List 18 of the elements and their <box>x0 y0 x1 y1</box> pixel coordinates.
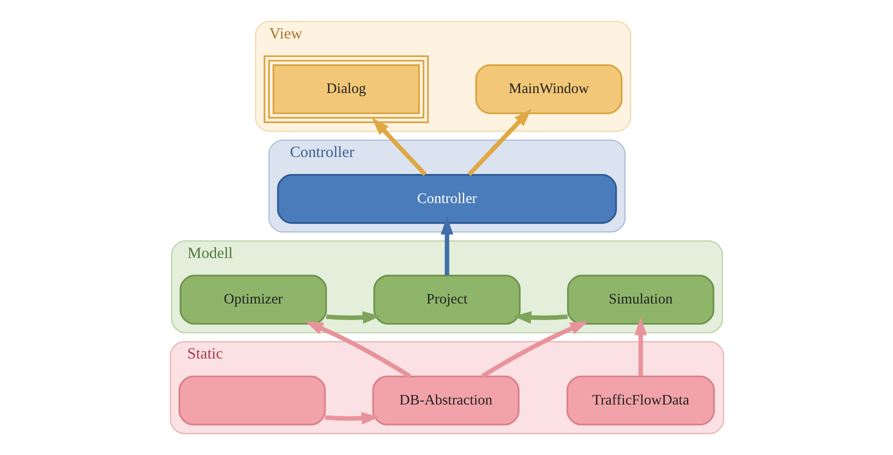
arrow <box>371 118 426 176</box>
arrow <box>326 311 380 324</box>
node-box: TrafficFlowData <box>566 376 714 426</box>
node-box: MainWindow <box>474 64 622 114</box>
arrow <box>324 412 380 425</box>
node-box: Dialog <box>263 55 428 124</box>
arrow <box>634 317 646 376</box>
node-box <box>178 376 326 426</box>
arrow <box>512 311 568 324</box>
arrow <box>440 216 453 276</box>
node-box: Project <box>372 274 520 325</box>
arrow <box>304 321 411 378</box>
node-box: Simulation <box>566 274 714 325</box>
arrow <box>480 321 588 378</box>
node-box: Controller <box>276 174 616 224</box>
node-box: Optimizer <box>179 274 326 325</box>
arrow <box>467 108 531 176</box>
node-box: DB-Abstraction <box>372 376 519 426</box>
